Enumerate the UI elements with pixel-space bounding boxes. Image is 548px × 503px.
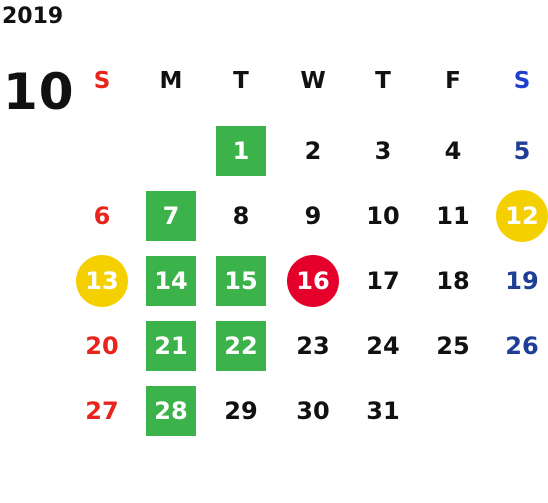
- day-cell[interactable]: 28: [146, 386, 196, 436]
- day-cell[interactable]: 16: [287, 255, 339, 307]
- day-cell[interactable]: 20: [85, 332, 119, 360]
- day-cell[interactable]: 15: [216, 256, 266, 306]
- weekday-header-sat: S: [513, 67, 531, 94]
- weekday-header-thu: T: [375, 67, 391, 94]
- day-cell[interactable]: 8: [232, 202, 250, 230]
- day-cell[interactable]: 24: [366, 332, 400, 360]
- day-cell[interactable]: 4: [444, 137, 462, 165]
- day-cell[interactable]: 31: [366, 397, 400, 425]
- day-cell[interactable]: 18: [436, 267, 470, 295]
- day-cell[interactable]: 26: [505, 332, 539, 360]
- day-cell[interactable]: 23: [296, 332, 330, 360]
- day-cell[interactable]: 6: [93, 202, 111, 230]
- weekday-header-mon: M: [159, 67, 183, 94]
- day-cell[interactable]: 10: [366, 202, 400, 230]
- day-cell[interactable]: 5: [513, 137, 531, 165]
- year-label: 2019: [2, 4, 64, 29]
- day-cell[interactable]: 12: [496, 190, 548, 242]
- weekday-header-fri: F: [445, 67, 461, 94]
- day-cell[interactable]: 11: [436, 202, 470, 230]
- day-cell[interactable]: 13: [76, 255, 128, 307]
- day-cell[interactable]: 30: [296, 397, 330, 425]
- day-cell[interactable]: 3: [374, 137, 392, 165]
- weekday-header-wed: W: [300, 67, 326, 94]
- day-cell[interactable]: 14: [146, 256, 196, 306]
- day-cell[interactable]: 22: [216, 321, 266, 371]
- day-cell[interactable]: 9: [304, 202, 322, 230]
- month-number: 10: [3, 63, 75, 121]
- day-cell[interactable]: 21: [146, 321, 196, 371]
- day-cell[interactable]: 2: [304, 137, 322, 165]
- day-cell[interactable]: 29: [224, 397, 258, 425]
- day-cell[interactable]: 25: [436, 332, 470, 360]
- day-cell[interactable]: 19: [505, 267, 539, 295]
- day-cell[interactable]: 27: [85, 397, 119, 425]
- day-cell[interactable]: 1: [216, 126, 266, 176]
- weekday-header-tue: T: [233, 67, 249, 94]
- weekday-header-sun: S: [93, 67, 111, 94]
- day-cell[interactable]: 7: [146, 191, 196, 241]
- day-cell[interactable]: 17: [366, 267, 400, 295]
